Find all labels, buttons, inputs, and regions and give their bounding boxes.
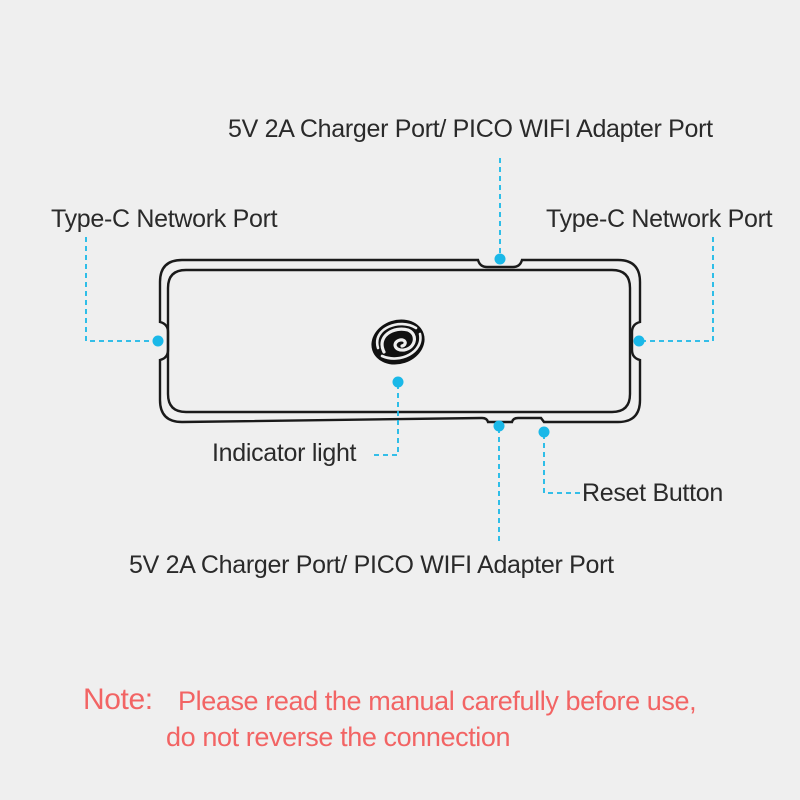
label-reset-button: Reset Button xyxy=(582,479,723,507)
device-body xyxy=(158,258,642,424)
callout-line-left-port xyxy=(85,237,156,342)
note-line-1: Please read the manual carefully before … xyxy=(178,686,697,716)
callout-dot-bottom-port xyxy=(493,420,505,432)
label-left-port: Type-C Network Port xyxy=(51,205,278,233)
callout-dot-top-port xyxy=(494,253,506,265)
callout-line-reset xyxy=(543,434,580,494)
label-top-port: 5V 2A Charger Port/ PICO WIFI Adapter Po… xyxy=(228,115,713,143)
label-right-port: Type-C Network Port xyxy=(546,205,773,233)
callout-dot-left-port xyxy=(152,335,164,347)
label-bottom-port: 5V 2A Charger Port/ PICO WIFI Adapter Po… xyxy=(129,551,614,579)
callout-line-right-port xyxy=(640,237,714,342)
note-line-2: do not reverse the connection xyxy=(166,722,511,752)
callout-dot-reset xyxy=(538,426,550,438)
note-heading: Note: xyxy=(83,683,153,716)
callout-dot-indicator xyxy=(392,376,404,388)
device-inner-outline xyxy=(166,268,632,414)
swirl-logo-icon xyxy=(371,319,425,365)
callout-dot-right-port xyxy=(633,335,645,347)
label-indicator-light: Indicator light xyxy=(212,439,357,467)
